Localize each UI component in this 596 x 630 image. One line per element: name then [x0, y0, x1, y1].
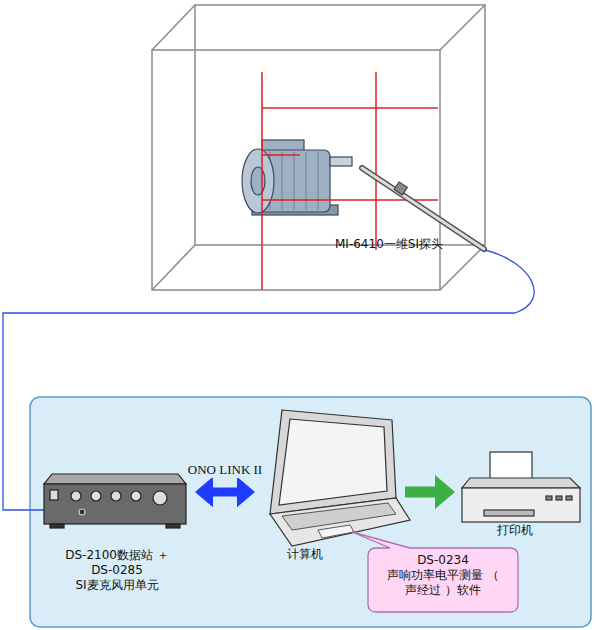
callout-text: DS-0234 声响功率电平测量 （ 声经过 ）软件 [384, 553, 502, 598]
enclosure-frame [152, 5, 485, 290]
device-label: 计算机 [275, 547, 335, 562]
device-box: DS-2100数据站 ＋ DS-0285 SI麦克风用单元 [40, 470, 195, 599]
device-label: DS-2100数据站 ＋ DS-0285 SI麦克风用单元 [65, 548, 169, 593]
printer [462, 452, 580, 522]
motor [242, 140, 352, 215]
callout-box: DS-0234 声响功率电平测量 （ 声经过 ）软件 [368, 548, 518, 612]
link-label: ONO LINK II [186, 462, 264, 478]
callout-outline [352, 532, 518, 612]
link-arrow [405, 487, 435, 498]
measurement-grid [262, 72, 438, 290]
system-panel [30, 397, 591, 627]
probe-cable [3, 250, 534, 510]
probe [362, 168, 484, 249]
part-label: MI-6410一维SI探头 [335, 237, 443, 252]
device-box: 打印机 [455, 440, 585, 552]
device-label: 打印机 [485, 523, 545, 538]
data-station [44, 474, 186, 528]
link-arrow [213, 488, 237, 497]
laptop [270, 410, 410, 546]
